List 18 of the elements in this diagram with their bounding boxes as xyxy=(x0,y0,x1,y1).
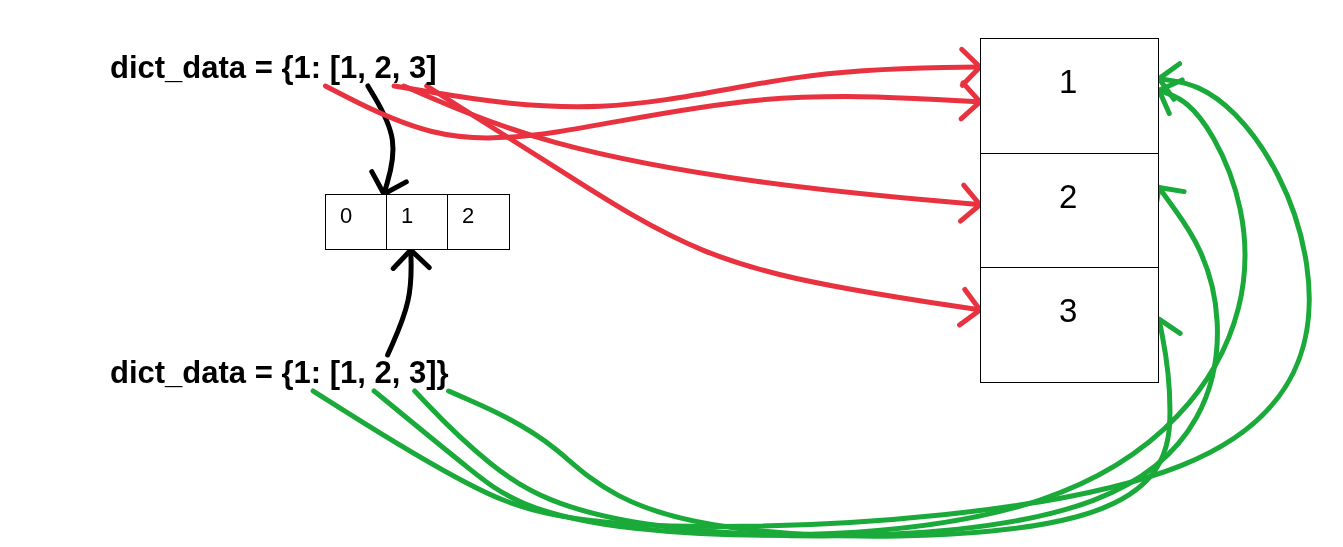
value-label: 1 xyxy=(1059,63,1079,101)
value-label: 3 xyxy=(1059,292,1079,330)
value-label: 1 xyxy=(401,203,415,229)
arrow xyxy=(412,185,1220,539)
arrow xyxy=(446,316,1183,539)
array-cell xyxy=(447,194,510,250)
arrow xyxy=(310,61,1312,529)
arrow xyxy=(371,77,1248,538)
memory-box xyxy=(980,38,1159,154)
array-cell xyxy=(325,194,387,250)
array-cell xyxy=(386,194,448,250)
memory-box xyxy=(980,267,1159,383)
value-label: 2 xyxy=(462,203,476,229)
code-text: dict_data = {1: [1, 2, 3]} xyxy=(110,355,449,391)
value-label: 0 xyxy=(340,203,354,229)
value-label: 2 xyxy=(1059,178,1079,216)
memory-box xyxy=(980,153,1159,268)
code-text: dict_data = {1: [1, 2, 3] xyxy=(110,50,437,86)
